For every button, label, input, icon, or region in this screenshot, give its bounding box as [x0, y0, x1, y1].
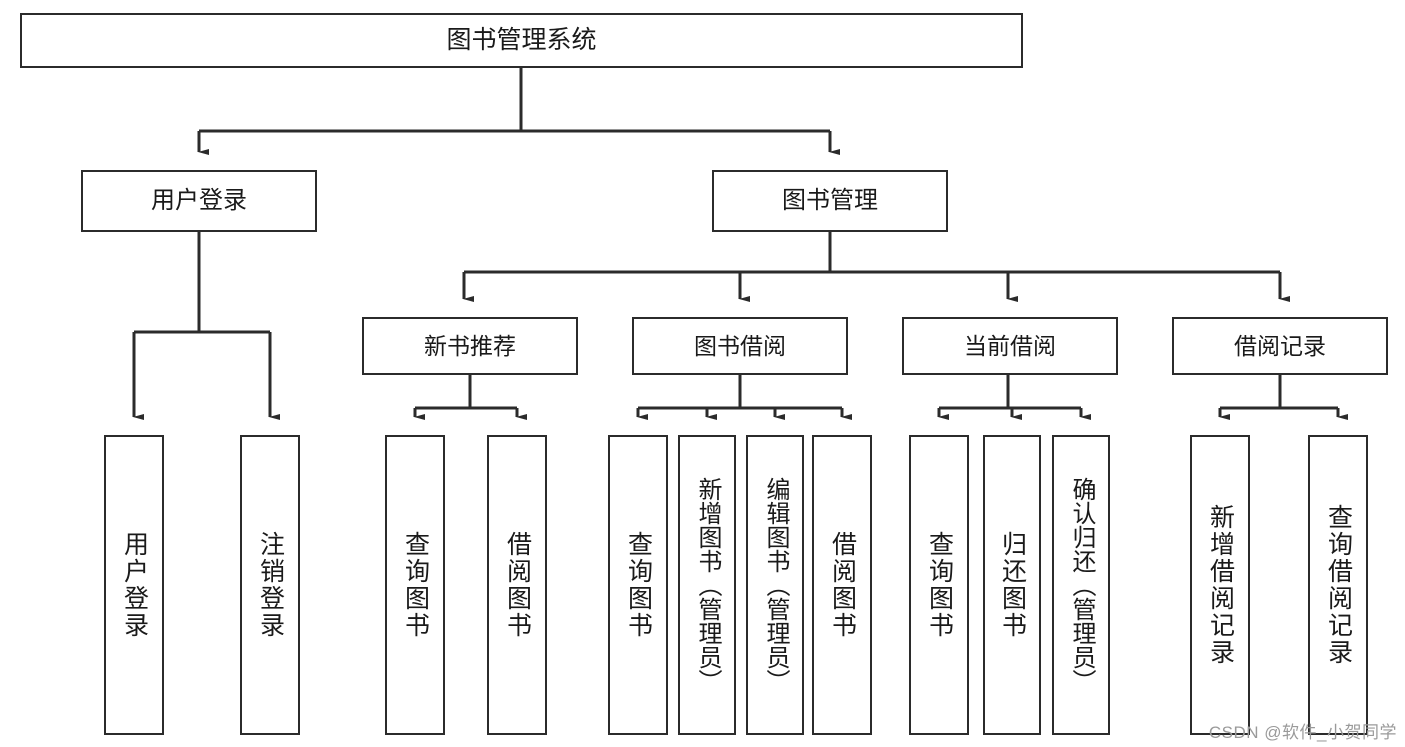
leaf-add-borrow-record[interactable]: 新增借阅记录	[1190, 435, 1250, 735]
node-borrow-record[interactable]: 借阅记录	[1172, 317, 1388, 375]
node-label: 确认归还（管理员）	[1068, 477, 1095, 693]
node-label: 查询图书	[624, 531, 653, 639]
leaf-user-login[interactable]: 用户登录	[104, 435, 164, 735]
node-label: 借阅图书	[828, 531, 857, 639]
leaf-add-book-admin[interactable]: 新增图书（管理员）	[678, 435, 736, 735]
node-user-login[interactable]: 用户登录	[81, 170, 317, 232]
node-label: 新增图书（管理员）	[694, 477, 721, 693]
node-label: 注销登录	[256, 531, 285, 639]
leaf-query-book-borrow[interactable]: 查询图书	[608, 435, 668, 735]
leaf-logout[interactable]: 注销登录	[240, 435, 300, 735]
node-label: 用户登录	[151, 187, 247, 215]
node-label: 查询图书	[401, 531, 430, 639]
leaf-confirm-return-admin[interactable]: 确认归还（管理员）	[1052, 435, 1110, 735]
node-label: 图书管理	[782, 187, 878, 215]
node-label: 借阅记录	[1234, 332, 1326, 359]
leaf-query-borrow-record[interactable]: 查询借阅记录	[1308, 435, 1368, 735]
leaf-edit-book-admin[interactable]: 编辑图书（管理员）	[746, 435, 804, 735]
node-label: 当前借阅	[964, 332, 1056, 359]
node-label: 归还图书	[998, 531, 1027, 639]
leaf-borrow-book-newbook[interactable]: 借阅图书	[487, 435, 547, 735]
node-label: 编辑图书（管理员）	[762, 477, 789, 693]
leaf-query-book-newbook[interactable]: 查询图书	[385, 435, 445, 735]
node-new-book-recommend[interactable]: 新书推荐	[362, 317, 578, 375]
node-label: 新书推荐	[424, 332, 516, 359]
node-book-borrow[interactable]: 图书借阅	[632, 317, 848, 375]
node-label: 查询借阅记录	[1324, 504, 1353, 666]
leaf-return-book[interactable]: 归还图书	[983, 435, 1041, 735]
leaf-borrow-book[interactable]: 借阅图书	[812, 435, 872, 735]
node-current-borrow[interactable]: 当前借阅	[902, 317, 1118, 375]
node-label: 借阅图书	[503, 531, 532, 639]
node-label: 用户登录	[120, 531, 149, 639]
node-label: 新增借阅记录	[1206, 504, 1235, 666]
node-label: 图书借阅	[694, 332, 786, 359]
csdn-watermark: CSDN @软件_小贺同学	[1208, 723, 1397, 742]
node-label: 图书管理系统	[446, 26, 597, 54]
node-label: 查询图书	[925, 531, 954, 639]
node-book-management[interactable]: 图书管理	[712, 170, 948, 232]
leaf-query-book-current[interactable]: 查询图书	[909, 435, 969, 735]
node-root-book-management-system[interactable]: 图书管理系统	[20, 13, 1023, 68]
